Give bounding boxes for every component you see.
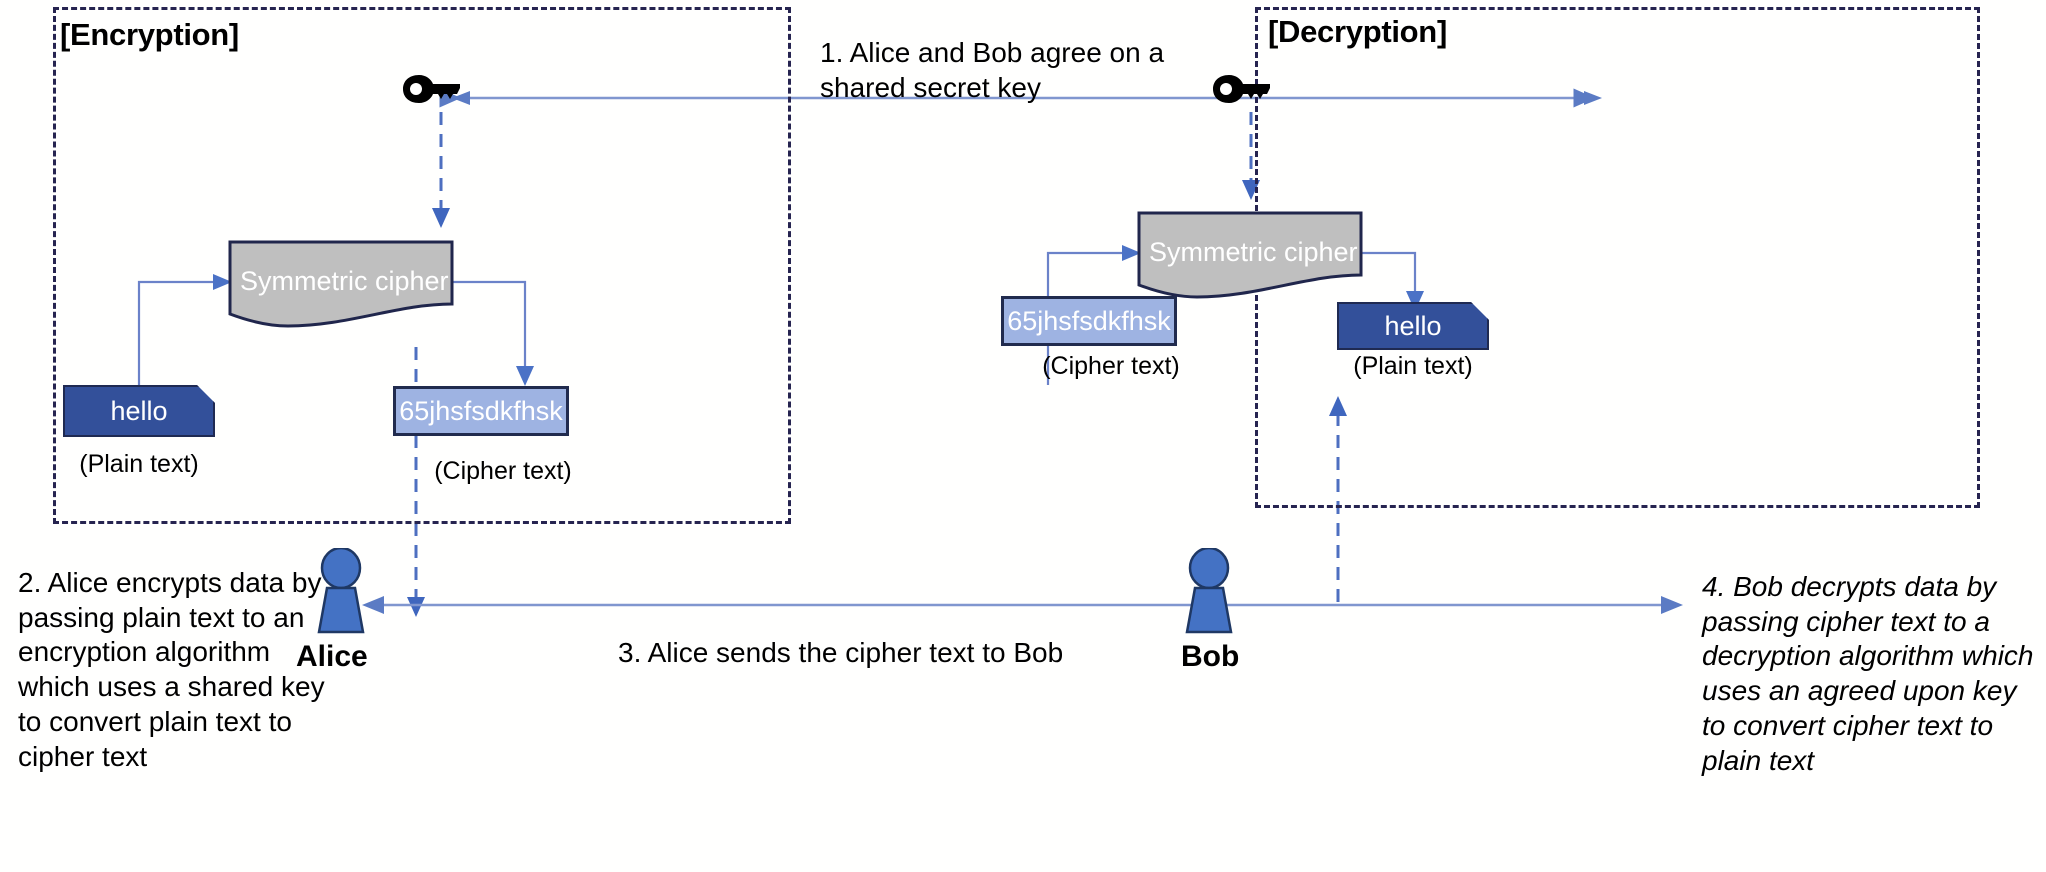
alice-avatar [305, 546, 377, 641]
bob-label: Bob [1181, 640, 1240, 673]
encryption-cipher-engine [228, 240, 454, 335]
decryption-cipher-text-caption: (Cipher text) [1042, 352, 1180, 380]
decryption-plain-text-caption: (Plain text) [1353, 352, 1473, 380]
key-icon [1212, 70, 1272, 113]
step-2-note: 2. Alice encrypts data by passing plain … [18, 567, 325, 772]
decryption-cipher-text-box: 65jhsfsdkfhsk [1001, 296, 1177, 346]
bob-avatar [1173, 546, 1245, 641]
encryption-plain-text-box: hello [63, 385, 215, 437]
encryption-cipher-text-box: 65jhsfsdkfhsk [393, 386, 569, 436]
decryption-cipher-engine [1137, 211, 1363, 306]
encryption-plain-text-caption: (Plain text) [79, 450, 199, 478]
encryption-cipher-engine-label: Symmetric cipher [240, 266, 449, 296]
step-1-note: 1. Alice and Bob agree on a shared secre… [820, 37, 1165, 103]
key-icon [402, 70, 462, 113]
encryption-cipher-text-caption: (Cipher text) [434, 457, 572, 485]
decryption-panel [1255, 7, 1980, 508]
step-4-note: 4. Bob decrypts data by passing cipher t… [1702, 571, 2034, 776]
step-3-note: 3. Alice sends the cipher text to Bob [618, 637, 1064, 668]
alice-bob-arrowhead-right [1661, 596, 1683, 614]
enc-ciphertext-channel-arrowhead [407, 597, 425, 617]
decryption-cipher-engine-label: Symmetric cipher [1149, 237, 1358, 267]
encryption-panel-title: [Encryption] [60, 17, 239, 52]
decryption-panel-title: [Decryption] [1268, 14, 1447, 49]
encryption-panel [53, 7, 791, 524]
alice-label: Alice [296, 640, 368, 673]
decryption-plain-text-box: hello [1337, 302, 1489, 350]
